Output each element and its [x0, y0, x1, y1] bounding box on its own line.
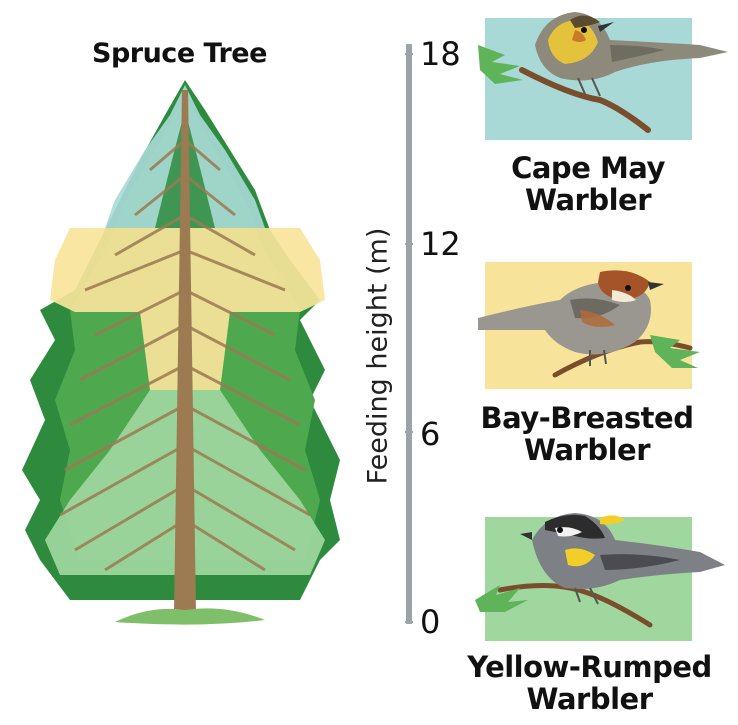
figure-title: Spruce Tree [92, 38, 292, 69]
axis-line [406, 44, 412, 624]
bird-panel-bay-breasted [478, 262, 700, 389]
tick-label-6: 6 [420, 418, 440, 450]
tick-label-18: 18 [420, 38, 461, 70]
bird-panel-yellow-rumped [475, 513, 725, 641]
tree-grass [115, 608, 265, 624]
spruce-tree [22, 80, 340, 625]
bird-label-cape-may: Cape May Warbler [468, 152, 708, 217]
bird-label-line: Warbler [468, 184, 708, 216]
bird-label-line: Cape May [468, 152, 708, 184]
bird-panel-cape-may [478, 12, 728, 140]
bird-label-bay-breasted: Bay-Breasted Warbler [462, 402, 712, 467]
height-axis [405, 44, 413, 624]
bird-label-line: Warbler [452, 683, 727, 715]
bird-label-line: Yellow-Rumped [452, 651, 727, 683]
bird-label-line: Warbler [462, 434, 712, 466]
y-axis-label-text: Feeding height (m) [363, 228, 394, 485]
bird-label-yellow-rumped: Yellow-Rumped Warbler [452, 651, 727, 716]
tick-label-0: 0 [420, 606, 440, 638]
tick-label-12: 12 [420, 228, 461, 260]
bird-label-line: Bay-Breasted [462, 402, 712, 434]
